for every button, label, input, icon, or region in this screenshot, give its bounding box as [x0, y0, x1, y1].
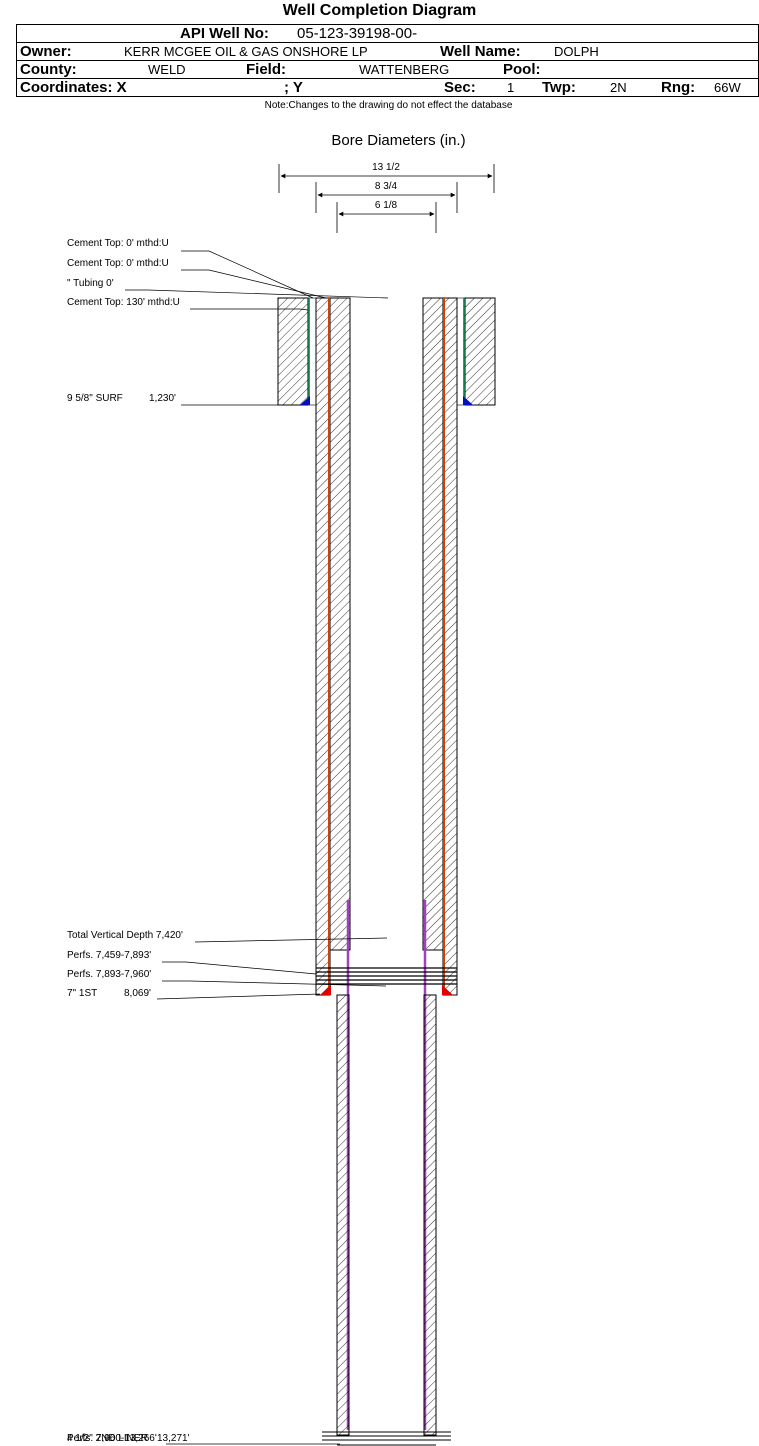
twp-value: 2N — [610, 80, 627, 95]
diagram-title: Well Completion Diagram — [282, 2, 477, 19]
tubing-label: " Tubing 0' — [67, 278, 114, 289]
first-depth-label: 8,069' — [124, 988, 151, 999]
y-label: ; Y — [284, 79, 303, 96]
cement-top-label-3: Cement Top: 130' mthd:U — [67, 297, 180, 308]
cement-top-label-1: Cement Top: 0' mthd:U — [67, 238, 169, 249]
api-label: API Well No: — [180, 25, 269, 42]
well-name-label: Well Name: — [440, 43, 521, 60]
sec-value: 1 — [507, 80, 515, 95]
well-name-value: DOLPH — [554, 44, 599, 59]
bottom-label-b: Perfs. 7,960-13,266' — [67, 1433, 157, 1444]
first-shoe-right — [442, 985, 453, 995]
bore-dim-label-1: 13 1/2 — [372, 162, 400, 173]
bore-dim-label-2: 8 3/4 — [375, 181, 398, 192]
cement-top-label-2: Cement Top: 0' mthd:U — [67, 258, 169, 269]
intermediate-section — [315, 297, 458, 1430]
bore-dimension-group: 13 1/2 8 3/4 6 1/8 — [278, 162, 495, 233]
perfs-label-2: Perfs. 7,893-7,960' — [67, 969, 151, 980]
surface-shoe-left — [300, 396, 310, 405]
surface-depth-label: 1,230' — [149, 393, 176, 404]
surface-casing-label: 9 5/8" SURF — [67, 393, 123, 404]
bottom-label-a: 4 1/2" 2ND LINER — [67, 1433, 148, 1444]
callouts: Cement Top: 0' mthd:U Cement Top: 0' mth… — [67, 238, 389, 1445]
surface-shoe-right — [463, 396, 473, 405]
pool-label: Pool: — [503, 61, 541, 78]
twp-label: Twp: — [542, 79, 576, 96]
county-value: WELD — [148, 62, 186, 77]
surface-hole-section — [277, 297, 496, 406]
perfs-label-1: Perfs. 7,459-7,893' — [67, 950, 151, 961]
field-value: WATTENBERG — [359, 62, 450, 77]
county-label: County: — [20, 61, 77, 78]
rng-label: Rng: — [661, 79, 696, 96]
first-casing-label: 7" 1ST — [67, 988, 97, 999]
bore-diameters-title: Bore Diameters (in.) — [331, 132, 466, 149]
api-value: 05-123-39198-00- — [297, 25, 418, 42]
coordinates-label: Coordinates: X — [20, 79, 127, 96]
well-header-table: API Well No: 05-123-39198-00- Owner: KER… — [16, 24, 759, 97]
perforation-lines — [316, 967, 457, 985]
owner-value: KERR MCGEE OIL & GAS ONSHORE LP — [124, 44, 368, 59]
rng-value: 66W — [714, 80, 741, 95]
sec-label: Sec: — [444, 79, 476, 96]
field-label: Field: — [246, 61, 286, 78]
tvd-label: Total Vertical Depth 7,420' — [67, 930, 183, 941]
first-shoe-left — [320, 985, 331, 995]
owner-label: Owner: — [20, 43, 72, 60]
bore-dim-label-3: 6 1/8 — [375, 200, 398, 211]
lower-liner-section — [322, 994, 451, 1446]
drawing-note: Note:Changes to the drawing do not effec… — [264, 100, 513, 111]
bottom-label-c: 13,271' — [157, 1433, 190, 1444]
